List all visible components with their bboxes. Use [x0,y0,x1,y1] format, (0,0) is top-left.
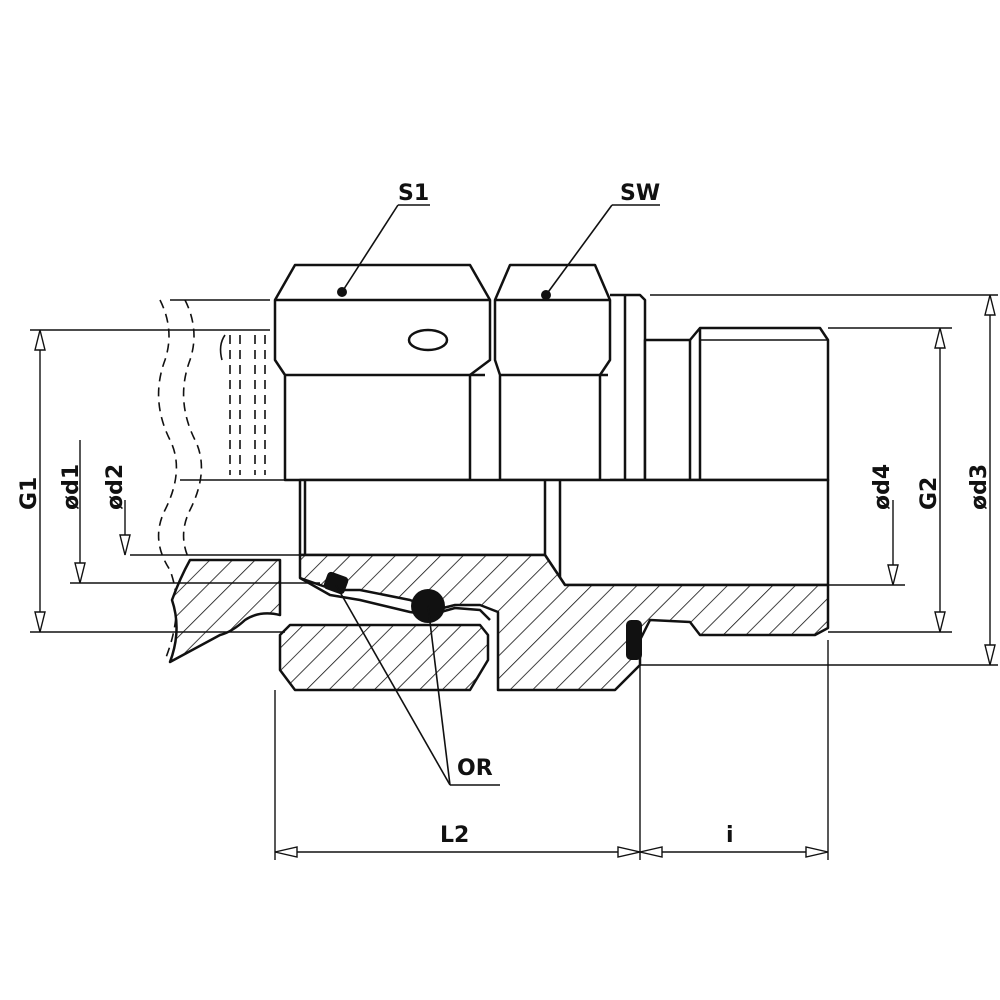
stud-seal [626,620,642,660]
label-l2: L2 [440,823,469,848]
label-or: OR [457,756,493,781]
label-d4: ød4 [870,464,895,510]
label-d2: ød2 [103,464,128,510]
tube [130,299,300,664]
stud-thread [643,326,830,482]
label-d1: ød1 [59,464,84,510]
label-i: i [726,823,734,848]
label-g1: G1 [17,477,42,510]
label-s1: S1 [398,181,429,206]
dimensions [30,294,998,860]
label-sw: SW [620,181,660,206]
nut-s1 [273,263,492,482]
leaders [335,204,660,786]
hex-sw [493,263,647,482]
cutting-ring [323,571,349,595]
label-d3: ød3 [967,464,992,510]
tube-wall-section [168,558,282,664]
label-g2: G2 [917,477,942,510]
